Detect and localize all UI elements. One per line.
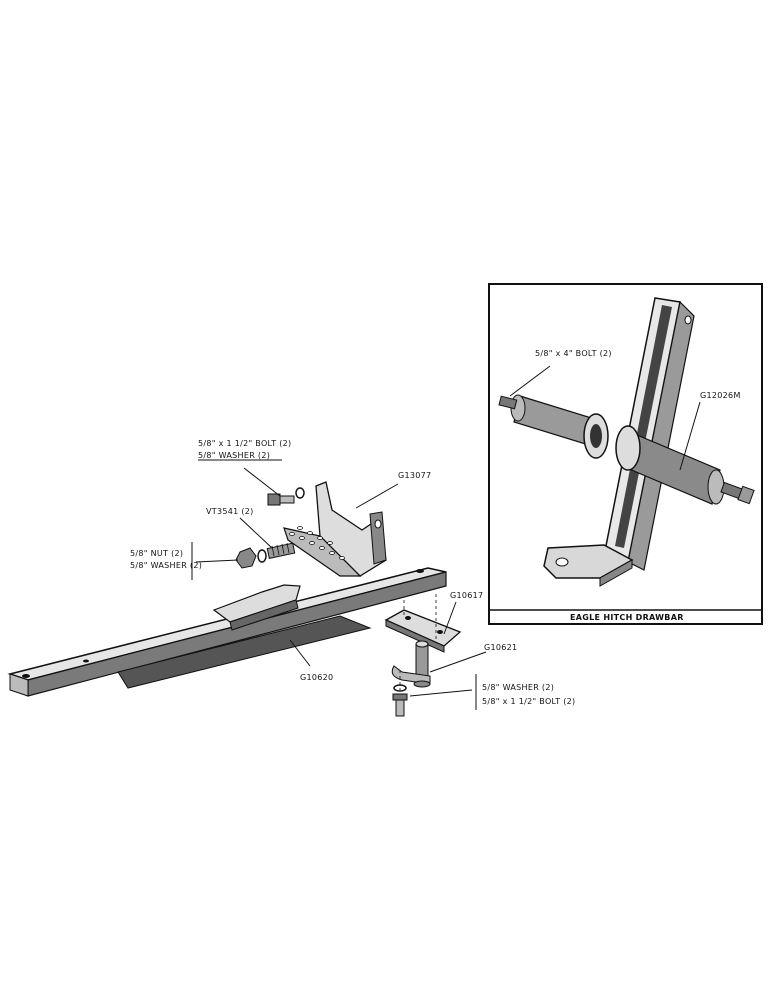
foot-plate (543, 544, 634, 587)
label-washer-left: 5/8" WASHER (2) (130, 561, 202, 570)
label-nut: 5/8" NUT (2) (130, 549, 183, 558)
leader-g12026m (679, 401, 701, 471)
label-g10621: G10621 (484, 643, 517, 652)
nut (235, 547, 257, 569)
assembly-lines (399, 594, 437, 690)
label-g13077: G13077 (398, 471, 431, 480)
leader-bolt-4 (509, 365, 551, 397)
inset-panel: 5/8" x 4" BOLT (2) G12026M EAGLE HITCH D… (488, 283, 763, 625)
drawbar-g10620 (7, 567, 447, 697)
bracket-g13077 (283, 481, 387, 577)
label-g12026m: G12026M (700, 391, 741, 400)
washer-upper (295, 487, 305, 499)
label-washer-upper: 5/8" WASHER (2) (198, 451, 270, 460)
label-bolt-4: 5/8" x 4" BOLT (2) (535, 349, 612, 358)
stud-vt3541 (266, 542, 296, 559)
label-g10617: G10617 (450, 591, 483, 600)
leaders (191, 459, 487, 710)
cross-tube-g12026m (498, 394, 755, 505)
bolt-upper (267, 493, 295, 506)
label-washer-lower: 5/8" WASHER (2) (482, 683, 554, 692)
plate-g10617 (384, 609, 462, 653)
bolt-lower (392, 693, 408, 717)
label-bolt-lower: 5/8" x 1 1/2" BOLT (2) (482, 697, 575, 706)
washer-left (257, 549, 267, 563)
label-bolt-1-1-2: 5/8" x 1 1/2" BOLT (2) (198, 439, 291, 448)
inset-caption: EAGLE HITCH DRAWBAR (570, 613, 684, 622)
label-g10620: G10620 (300, 673, 333, 682)
label-vt3541: VT3541 (2) (206, 507, 254, 516)
pin-g10621 (391, 640, 431, 688)
vertical-channel-bar (603, 297, 695, 571)
